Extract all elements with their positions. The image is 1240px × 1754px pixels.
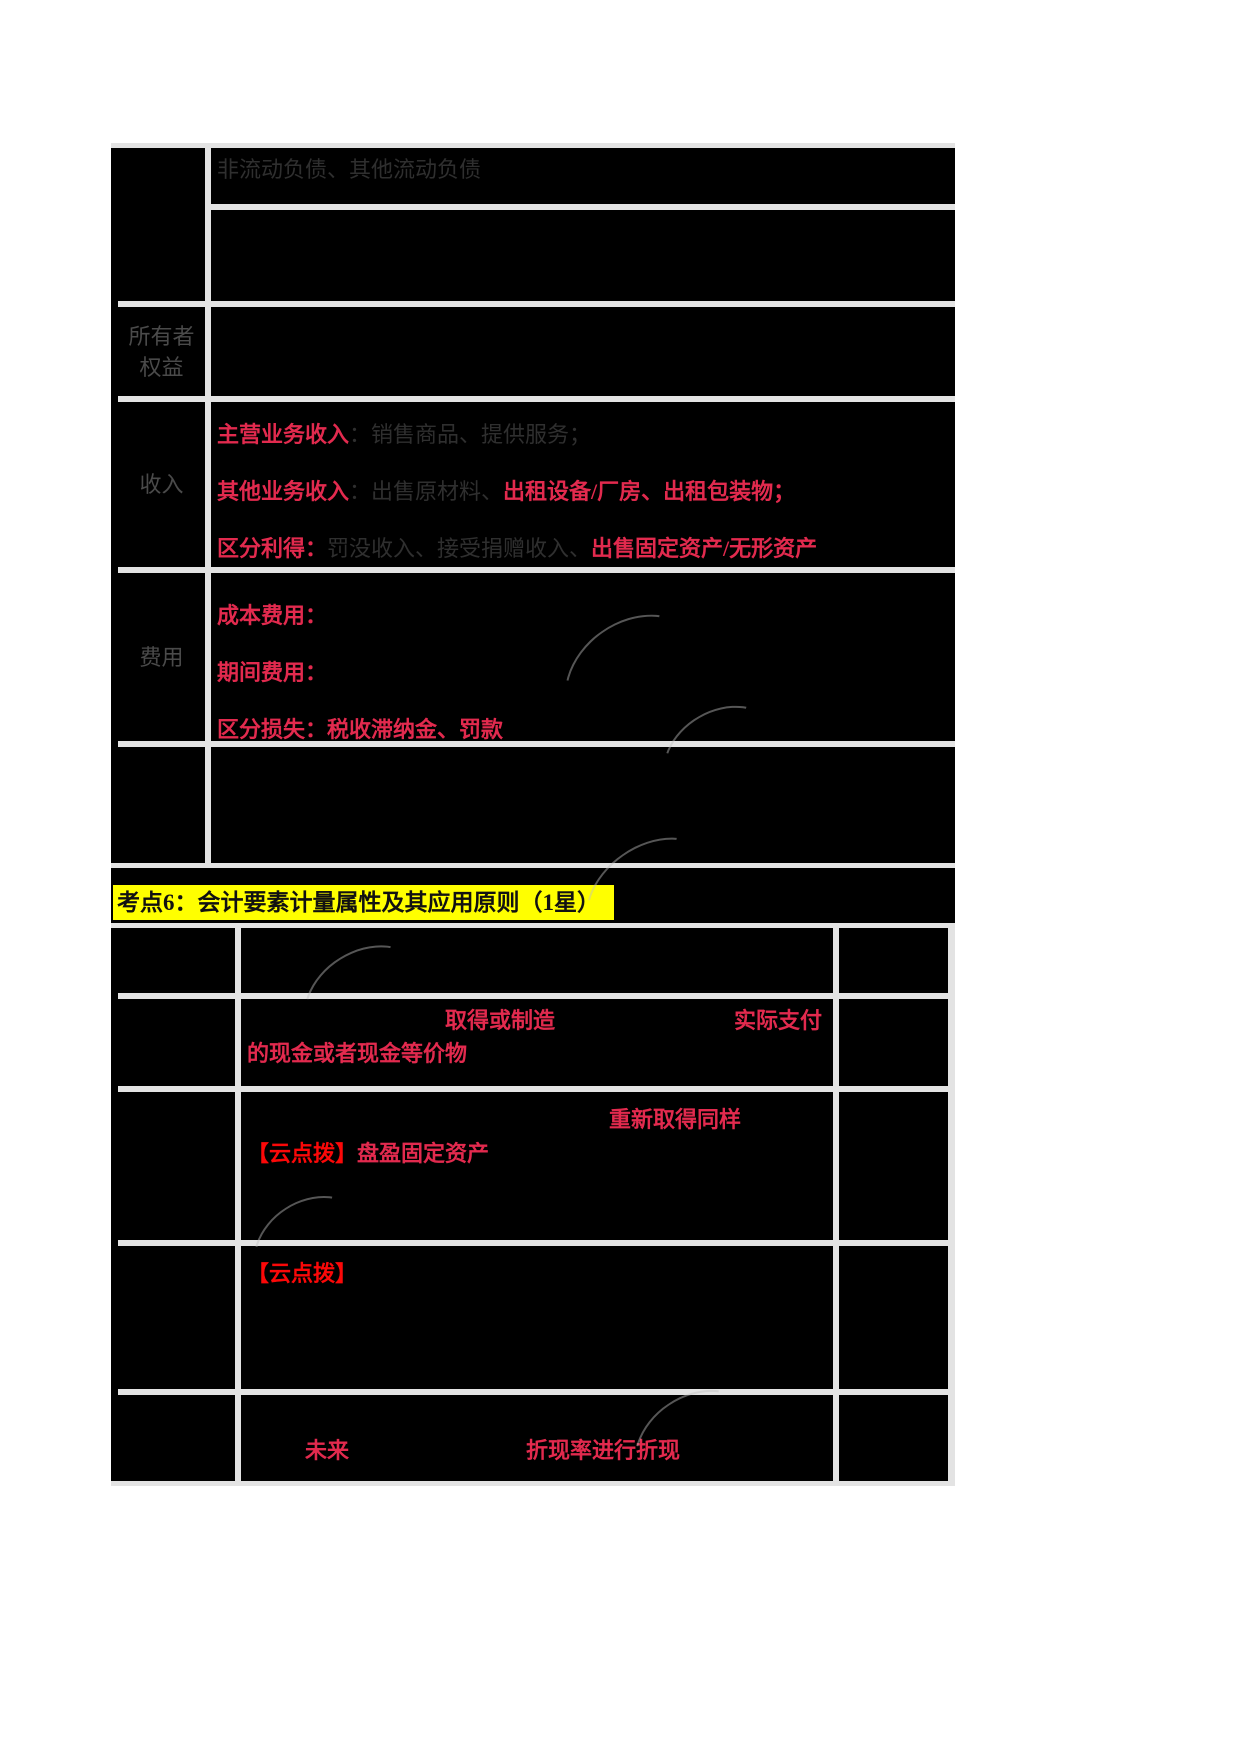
table2-repl-cost-content-cell: 重新取得同样 【云点拨】盘盈固定资产 bbox=[241, 1092, 833, 1240]
hist-cost-line-1: 取得或制造 实际支付 bbox=[241, 1006, 833, 1039]
table2-pv-label-cell bbox=[118, 1395, 235, 1481]
table1-label-owner-equity: 所有者权益 bbox=[118, 307, 205, 396]
table1-empty-cell-last bbox=[211, 747, 955, 863]
revenue-label: 收入 bbox=[139, 472, 184, 497]
revenue-l1-sep: ： bbox=[349, 422, 372, 447]
expense-line-3: 区分损失：税收滞纳金、罚款 bbox=[211, 703, 955, 741]
pv-frag2: 折现率进行折现 bbox=[526, 1438, 681, 1463]
measurement-attributes-table: 取得或制造实际支付 的现金或者现金等价物 重新取得同样 【云点拨】盘盈固定资产 bbox=[118, 928, 955, 1481]
repl-cost-line-1: 重新取得同样 bbox=[241, 1104, 833, 1138]
table2-header-col3 bbox=[839, 928, 948, 993]
table2-hist-cost-side-cell bbox=[839, 999, 948, 1086]
table2-nrv-side-cell bbox=[839, 1246, 948, 1389]
table1-label-revenue: 收入 bbox=[118, 402, 205, 567]
table2-pv-content-cell: 未来 折现率进行折现 bbox=[241, 1395, 833, 1481]
hist-cost-frag2: 实际支付 bbox=[734, 1008, 823, 1033]
table1-label-liability-cell bbox=[118, 148, 205, 301]
table1-label-empty-last bbox=[118, 747, 205, 863]
table2-repl-cost-side-cell bbox=[839, 1092, 948, 1240]
table1-empty-cell-1 bbox=[211, 210, 955, 301]
table1-expense-content-cell: 成本费用： 期间费用： 区分损失：税收滞纳金、罚款 bbox=[211, 573, 955, 741]
repl-cost-tip-tag: 【云点拨】 bbox=[247, 1141, 358, 1166]
revenue-l2-dim: 出售原材料、 bbox=[371, 479, 504, 504]
table1-owner-equity-content-cell bbox=[211, 307, 955, 396]
section-heading-kaodian6: 考点6：会计要素计量属性及其应用原则（1星） bbox=[113, 885, 614, 920]
table2-top-border bbox=[111, 923, 955, 928]
accounting-elements-table: 非流动负债、其他流动负债 所有者权益 收入 主营业务收入：销售商品、提供服务； … bbox=[118, 148, 955, 863]
pv-line-1: 未来 折现率进行折现 bbox=[241, 1435, 833, 1469]
revenue-line-1: 主营业务收入：销售商品、提供服务； bbox=[211, 408, 955, 465]
hist-cost-line2-text: 的现金或者现金等价物 bbox=[247, 1041, 468, 1066]
revenue-l3-key: 区分利得： bbox=[217, 536, 328, 561]
expense-l3: 区分损失：税收滞纳金、罚款 bbox=[217, 717, 504, 741]
revenue-l3-red: 出售固定资产/无形资产 bbox=[591, 536, 818, 561]
revenue-l1-rest: 销售商品、提供服务； bbox=[371, 422, 592, 447]
table2-header-col2 bbox=[241, 928, 833, 993]
revenue-line-3: 区分利得：罚没收入、接受捐赠收入、出售固定资产/无形资产 bbox=[211, 522, 955, 567]
revenue-l2-red: 出租设备/厂房、出租包装物； bbox=[503, 479, 796, 504]
expense-line-2: 期间费用： bbox=[211, 646, 955, 703]
hist-cost-line-2: 的现金或者现金等价物 bbox=[241, 1039, 833, 1072]
revenue-l2-sep: ： bbox=[349, 479, 372, 504]
table2-pv-side-cell bbox=[839, 1395, 948, 1481]
repl-cost-tip-line: 【云点拨】盘盈固定资产 bbox=[241, 1138, 833, 1172]
table1-liability-continuation-cell: 非流动负债、其他流动负债 bbox=[211, 148, 955, 204]
table1-top-border bbox=[111, 143, 955, 148]
revenue-l2-key: 其他业务收入 bbox=[217, 479, 350, 504]
table2-nrv-content-cell: 【云点拨】 bbox=[241, 1246, 833, 1389]
revenue-line-2: 其他业务收入：出售原材料、出租设备/厂房、出租包装物； bbox=[211, 465, 955, 522]
expense-label: 费用 bbox=[139, 644, 184, 670]
content-block: 非流动负债、其他流动负债 所有者权益 收入 主营业务收入：销售商品、提供服务； … bbox=[111, 143, 955, 1486]
pv-frag1: 未来 bbox=[305, 1438, 350, 1463]
table2-bottom-border bbox=[111, 1481, 955, 1486]
repl-cost-tip-rest: 盘盈固定资产 bbox=[357, 1141, 490, 1166]
heading-band: 考点6：会计要素计量属性及其应用原则（1星） bbox=[111, 868, 955, 923]
revenue-l1-key: 主营业务收入 bbox=[217, 422, 350, 447]
table1-label-expense: 费用 bbox=[118, 573, 205, 741]
hist-cost-frag1: 取得或制造 bbox=[445, 1008, 556, 1033]
nrv-tip-line: 【云点拨】 bbox=[241, 1258, 833, 1292]
revenue-l3-dim: 罚没收入、接受捐赠收入、 bbox=[327, 536, 592, 561]
owner-equity-label: 所有者权益 bbox=[128, 323, 195, 380]
table2-repl-cost-label-cell bbox=[118, 1092, 235, 1240]
nrv-tip-tag: 【云点拨】 bbox=[247, 1261, 358, 1286]
table2-nrv-label-cell bbox=[118, 1246, 235, 1389]
table2-hist-cost-label-cell bbox=[118, 999, 235, 1086]
repl-cost-frag1: 重新取得同样 bbox=[609, 1107, 742, 1132]
expense-line-1: 成本费用： bbox=[211, 589, 955, 646]
table2-hist-cost-content-cell: 取得或制造 实际支付 的现金或者现金等价物 bbox=[241, 999, 833, 1086]
table2-header-col1 bbox=[118, 928, 235, 993]
expense-l1: 成本费用： bbox=[217, 603, 328, 628]
table1-bottom-border bbox=[111, 863, 955, 868]
expense-l2: 期间费用： bbox=[217, 660, 328, 685]
liability-continuation-text: 非流动负债、其他流动负债 bbox=[217, 157, 482, 182]
table1-revenue-content-cell: 主营业务收入：销售商品、提供服务； 其他业务收入：出售原材料、出租设备/厂房、出… bbox=[211, 402, 955, 567]
